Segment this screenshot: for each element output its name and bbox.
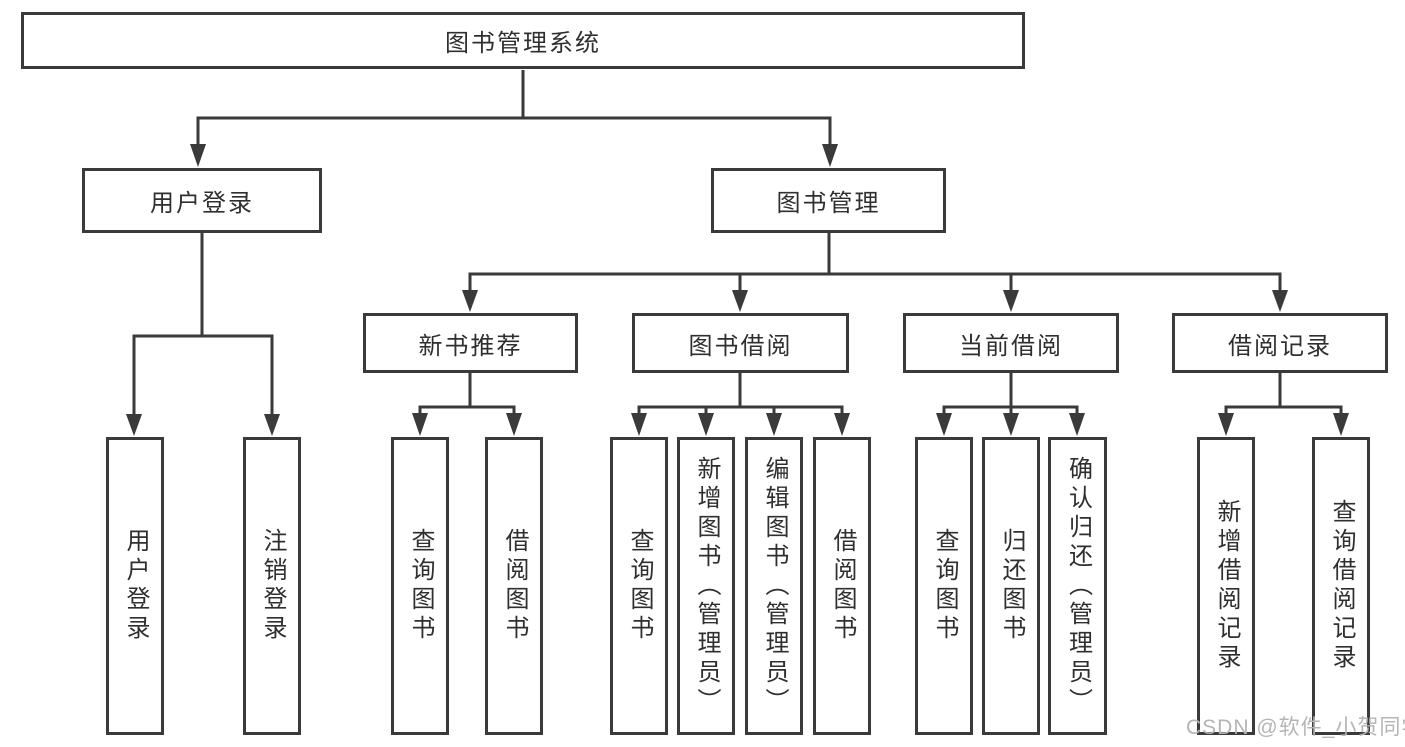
node-label: 借阅记录 xyxy=(1228,332,1332,360)
node-label: 用户登录 xyxy=(150,190,254,217)
leaf-query-borrow-record: 查询借阅记录 xyxy=(1312,437,1370,735)
connector-userlogin-to-leaves xyxy=(126,233,280,436)
connector-records-to-leaves xyxy=(1218,373,1349,436)
node-label: 归还图书 xyxy=(998,528,1025,644)
node-label: 编辑图书（管理员） xyxy=(761,455,788,717)
connector-newbooks-to-leaves xyxy=(412,373,522,436)
node-label: 查询图书 xyxy=(407,528,434,644)
node-book-management: 图书管理 xyxy=(711,168,946,233)
node-label: 新增借阅记录 xyxy=(1213,499,1240,673)
node-label: 图书借阅 xyxy=(688,332,793,360)
leaf-borrow-books-recommend: 借阅图书 xyxy=(485,437,543,735)
node-label: 借阅图书 xyxy=(829,528,856,644)
leaf-query-books-borrowing: 查询图书 xyxy=(610,437,668,735)
leaf-add-borrow-record: 新增借阅记录 xyxy=(1197,437,1255,735)
leaf-edit-books-admin: 编辑图书（管理员） xyxy=(745,437,803,735)
leaf-query-books-recommend: 查询图书 xyxy=(391,437,449,735)
connector-borrowing-to-leaves xyxy=(631,373,850,436)
node-label: 注销登录 xyxy=(259,528,286,644)
node-label: 当前借阅 xyxy=(959,332,1063,360)
leaf-confirm-return-admin: 确认归还（管理员） xyxy=(1048,437,1107,735)
node-label: 查询图书 xyxy=(626,528,653,644)
leaf-borrow-books: 借阅图书 xyxy=(813,437,871,735)
node-root-library-system: 图书管理系统 xyxy=(21,12,1025,69)
node-label: 查询图书 xyxy=(931,528,958,644)
node-label: 借阅图书 xyxy=(501,528,528,644)
leaf-user-login: 用户登录 xyxy=(106,437,164,735)
csdn-watermark: CSDN @软件_小贺同学 xyxy=(1186,716,1405,739)
node-user-login: 用户登录 xyxy=(82,168,322,233)
node-book-borrowing: 图书借阅 xyxy=(632,313,849,373)
node-new-book-recommend: 新书推荐 xyxy=(363,313,578,373)
connector-current-to-leaves xyxy=(936,373,1085,436)
leaf-query-books-current: 查询图书 xyxy=(915,437,973,735)
leaf-add-books-admin: 新增图书（管理员） xyxy=(677,437,735,735)
node-label: 用户登录 xyxy=(122,528,149,644)
node-label: 新增图书（管理员） xyxy=(693,455,720,717)
leaf-return-books: 归还图书 xyxy=(982,437,1040,735)
node-label: 图书管理系统 xyxy=(445,30,601,57)
node-current-borrowing: 当前借阅 xyxy=(903,313,1119,373)
node-label: 图书管理 xyxy=(776,190,881,217)
node-label: 查询借阅记录 xyxy=(1328,499,1355,673)
node-borrow-records: 借阅记录 xyxy=(1172,313,1388,373)
node-label: 确认归还（管理员） xyxy=(1064,455,1092,717)
leaf-logout: 注销登录 xyxy=(243,437,301,735)
node-label: 新书推荐 xyxy=(418,332,523,360)
connector-root-to-level2 xyxy=(190,70,838,167)
connector-bookmgmt-to-level3 xyxy=(462,233,1288,312)
